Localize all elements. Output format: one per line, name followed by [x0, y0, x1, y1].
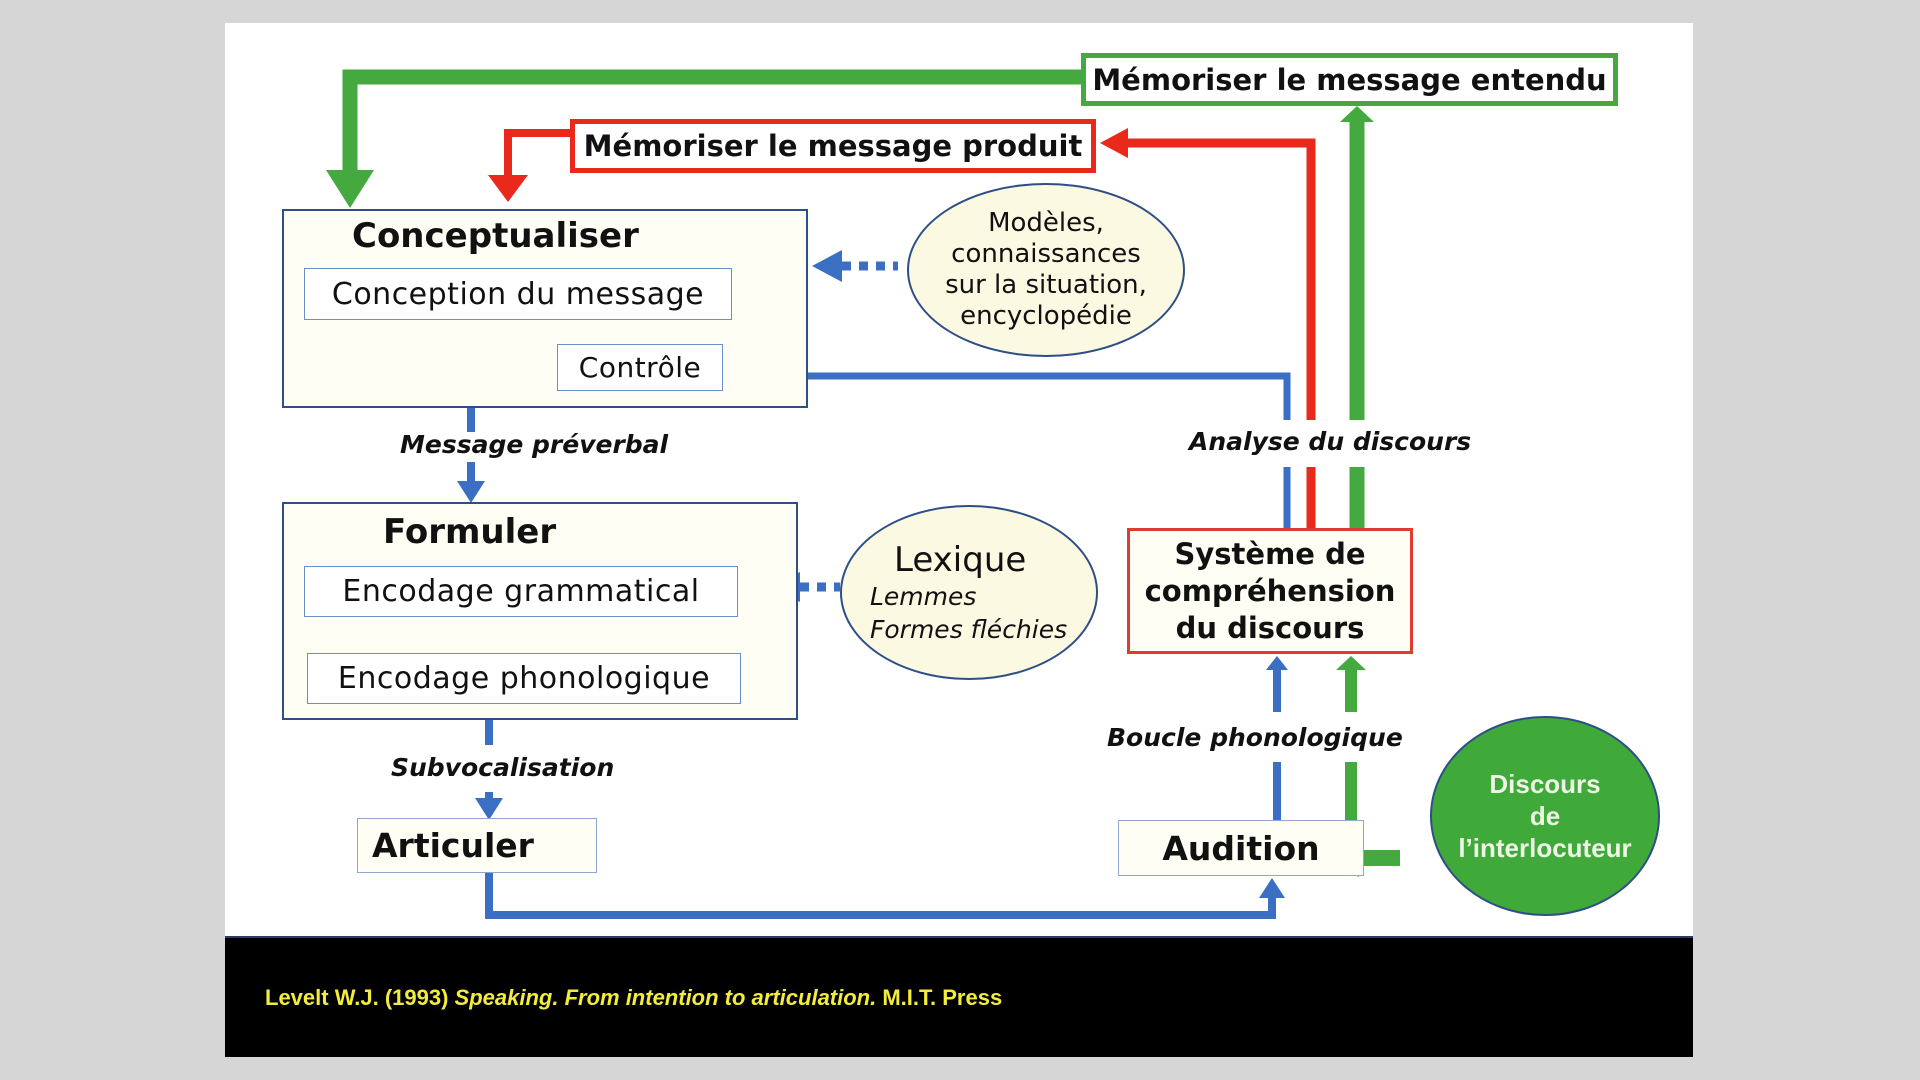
citation-footer: Levelt W.J. (1993) Speaking. From intent…: [225, 936, 1693, 1057]
articuler-label: Articuler: [372, 826, 534, 865]
citation: Levelt W.J. (1993) Speaking. From intent…: [265, 985, 1002, 1011]
green-feedback-line: [342, 69, 1082, 175]
models-ellipse: Modèles, connaissances sur la situation,…: [907, 183, 1185, 357]
message-preverbal-label: Message préverbal: [400, 430, 669, 459]
controle-box: Contrôle: [557, 344, 723, 391]
systeme-line-2: compréhension: [1144, 573, 1396, 608]
analyse-discours-label: Analyse du discours: [1189, 427, 1472, 456]
systeme-comprehension-box: Système de compréhension du discours: [1127, 528, 1413, 654]
red-feedback-line: [504, 129, 572, 175]
systeme-line-3: du discours: [1175, 610, 1365, 645]
conceptualiser-title: Conceptualiser: [352, 216, 639, 256]
memo-produced-label: Mémoriser le message produit: [583, 129, 1083, 163]
conception-box: Conception du message: [304, 268, 732, 320]
interlocuteur-circle: Discours de l’interlocuteur: [1430, 716, 1660, 916]
red-arrowhead-down-icon: [488, 175, 528, 202]
interlocuteur-line-3: l’interlocuteur: [1458, 833, 1632, 863]
interlocuteur-line-1: Discours: [1489, 769, 1601, 799]
audition-label: Audition: [1162, 828, 1320, 868]
boucle-blue-arrowhead-icon: [1266, 656, 1288, 670]
citation-title: Speaking. From intention to articulation…: [454, 984, 877, 1010]
grammatical-label: Encodage grammatical: [342, 574, 700, 609]
red-up-line: [1125, 138, 1316, 420]
articuler-to-audition-line: [485, 873, 1276, 919]
formuler-title: Formuler: [383, 512, 557, 552]
phonologique-label: Encodage phonologique: [337, 661, 711, 696]
memo-heard-box: Mémoriser le message entendu: [1081, 53, 1618, 106]
boucle-phonologique-label: Boucle phonologique: [1107, 723, 1403, 752]
conception-label: Conception du message: [331, 276, 705, 312]
green-arrowhead-down-icon: [326, 170, 374, 208]
audition-box: Audition: [1118, 820, 1364, 876]
interlocuteur-line-2: de: [1529, 801, 1561, 831]
blue-control-line: [785, 372, 1291, 420]
systeme-line-1: Système de: [1174, 536, 1366, 571]
red-arrowhead-left-icon: [1100, 128, 1128, 158]
lexique-item-formes: Formes fléchies: [870, 614, 1068, 644]
boucle-green-arrowhead-icon: [1336, 656, 1366, 670]
preverbal-arrowhead-icon: [457, 481, 485, 503]
models-line-3: sur la situation,: [945, 270, 1147, 300]
memo-heard-label: Mémoriser le message entendu: [1092, 62, 1607, 97]
models-arrowhead-left-icon: [812, 250, 842, 282]
controle-label: Contrôle: [578, 351, 702, 384]
citation-author: Levelt W.J. (1993): [265, 984, 449, 1010]
citation-publisher: M.I.T. Press: [882, 984, 1003, 1010]
lexique-ellipse: Lexique Lemmes Formes fléchies: [840, 505, 1098, 680]
models-line-2: connaissances: [951, 239, 1141, 269]
articuler-box: Articuler: [357, 818, 597, 873]
audition-arrowhead-up-icon: [1259, 878, 1285, 898]
grammatical-box: Encodage grammatical: [304, 566, 738, 617]
lexique-title: Lexique: [894, 539, 1027, 580]
models-line-4: encyclopédie: [960, 301, 1132, 331]
models-line-1: Modèles,: [988, 208, 1104, 238]
formuler-box: Formuler Encodage grammatical Encodage p…: [282, 502, 798, 720]
green-arrowhead-up-icon: [1340, 106, 1374, 122]
memo-produced-box: Mémoriser le message produit: [570, 119, 1096, 173]
subvoc-arrowhead-icon: [475, 798, 503, 820]
phonologique-box: Encodage phonologique: [307, 653, 741, 704]
lexique-item-lemmes: Lemmes: [870, 581, 977, 611]
conceptualiser-box: Conceptualiser Conception du message Con…: [282, 209, 808, 408]
subvocalisation-label: Subvocalisation: [391, 753, 615, 782]
